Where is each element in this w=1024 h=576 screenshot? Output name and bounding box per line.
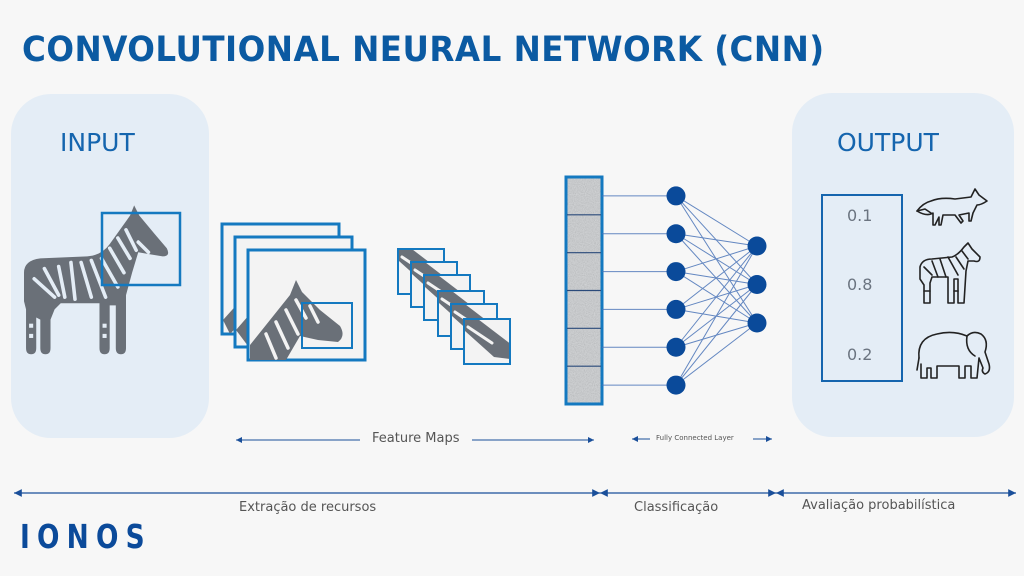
fc-connection	[675, 245, 758, 310]
prob-value-zebra: 0.8	[847, 275, 873, 294]
feature-map-stack-1	[220, 222, 367, 362]
elephant-icon	[916, 331, 991, 379]
fc-connection	[675, 233, 758, 247]
feature-maps-label: Feature Maps	[372, 431, 460, 446]
small-feature-map	[463, 318, 511, 365]
fc-connection	[675, 245, 758, 386]
output-node	[747, 236, 767, 256]
input-receptive-field	[100, 211, 182, 287]
output-title: OUTPUT	[837, 128, 939, 157]
zebra-outline-icon	[919, 242, 981, 304]
output-probability-box	[821, 194, 903, 382]
stage-label-classification: Classificação	[634, 500, 719, 515]
output-node	[747, 313, 767, 333]
hidden-node	[666, 224, 686, 244]
input-title: INPUT	[60, 128, 135, 157]
fc-connection	[675, 195, 758, 247]
ionos-logo: IONOS	[20, 517, 152, 556]
fc-connection	[675, 245, 758, 273]
input-zebra-icon	[24, 205, 169, 355]
hidden-node	[666, 337, 686, 357]
prob-value-elephant: 0.2	[847, 345, 873, 364]
prob-value-fox: 0.1	[847, 206, 873, 225]
page-title: CONVOLUTIONAL NEURAL NETWORK (CNN)	[22, 30, 825, 70]
stage-label-evaluation: Avaliação probabilística	[802, 498, 956, 513]
feature-map-stack-2	[397, 248, 511, 365]
fc-connection	[675, 245, 758, 348]
stage-label-extraction: Extração de recursos	[239, 500, 377, 515]
hidden-node	[666, 375, 686, 395]
hidden-node	[666, 299, 686, 319]
fully-connected-label: Fully Connected Layer	[656, 434, 734, 442]
hidden-node	[666, 262, 686, 282]
fc-connection	[675, 322, 758, 386]
flattened-vector	[564, 175, 604, 406]
fc-connection	[675, 284, 758, 386]
fox-icon	[916, 188, 988, 226]
output-node	[747, 275, 767, 294]
hidden-node	[666, 186, 686, 206]
